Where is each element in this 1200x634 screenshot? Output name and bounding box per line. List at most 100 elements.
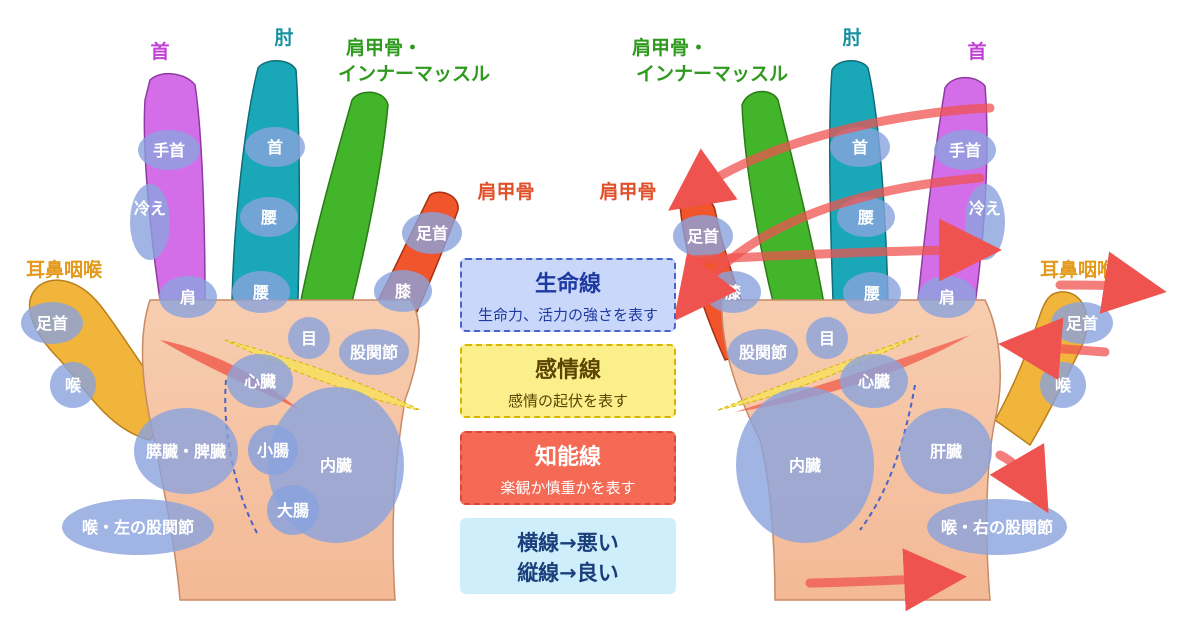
arrow-stroke-5 (998, 317, 1110, 381)
right-label-shoulder-inner-1: 肩甲骨・ (632, 36, 708, 59)
left-zone-ankle-thumb: 足首 (21, 302, 83, 344)
right-zone-internal-organs: 内臓 (736, 387, 874, 543)
right-zone-eye-label: 目 (819, 329, 835, 348)
right-zone-wrist: 手首 (934, 130, 996, 170)
right-zone-waist-mid-label: 腰 (858, 208, 874, 227)
left-zone-hip-joint: 股関節 (339, 329, 409, 375)
left-zone-cold: 冷え (130, 184, 170, 260)
left-zone-small-intestine-label: 小腸 (257, 441, 289, 460)
right-zone-shoulder-label: 肩 (939, 288, 955, 307)
right-zone-throat-right-hip-label: 喉・右の股関節 (941, 518, 1053, 537)
left-zone-knee: 膝 (374, 270, 432, 312)
left-zone-knee-label: 膝 (395, 282, 412, 301)
right-zone-cold-label: 冷え (969, 199, 1001, 218)
legend-line-direction: 横線→悪い 縦線→良い (460, 518, 676, 594)
left-label-ent: 耳鼻咽喉 (26, 258, 103, 281)
right-zone-shoulder: 肩 (918, 276, 976, 318)
left-zone-pancreas-spleen-label: 膵臓・脾臓 (146, 442, 226, 461)
right-zone-liver-label: 肝臓 (930, 442, 962, 461)
right-zone-ankle: 足首 (673, 215, 733, 257)
left-label-shoulder-inner-2: インナーマッスル (338, 63, 490, 85)
right-zone-waist-base: 腰 (843, 272, 901, 314)
left-zone-cold-label: 冷え (134, 199, 166, 218)
left-zone-heart: 心臓 (227, 354, 293, 408)
right-emotion-line (717, 334, 921, 411)
right-label-neck: 首 (967, 40, 986, 63)
right-zone-neck-label: 首 (852, 138, 868, 157)
left-zone-throat: 喉 (50, 362, 96, 408)
right-zone-ankle-thumb: 足首 (1051, 302, 1113, 344)
left-zone-small-intestine: 小腸 (248, 425, 298, 475)
left-zone-hip-joint-label: 股関節 (350, 343, 398, 362)
right-zone-waist-mid: 腰 (837, 197, 895, 237)
left-zone-waist-base-label: 腰 (253, 283, 269, 302)
left-zone-internal-organs-label: 内臓 (320, 456, 352, 475)
right-label-shoulder-blade: 肩甲骨 (599, 180, 656, 203)
right-finger-elbow (829, 60, 889, 301)
left-zone-shoulder: 肩 (159, 276, 217, 318)
right-finger-shoulder-inner (741, 90, 826, 311)
left-label-neck: 首 (150, 40, 169, 63)
legend-emotion-desc: 感情の起伏を表す (507, 392, 628, 410)
right-zone-hip-joint: 股関節 (728, 329, 798, 375)
right-label-elbow: 肘 (842, 27, 861, 49)
left-zone-wrist-label: 手首 (153, 141, 185, 160)
legend-lines-vertical: 縦線→良い (517, 561, 619, 585)
arrow-stroke-7 (805, 548, 967, 612)
right-zone-knee-label: 膝 (725, 283, 742, 302)
left-label-elbow: 肘 (274, 27, 293, 49)
arrow-stroke-1 (668, 103, 995, 211)
right-zone-throat-right-hip: 喉・右の股関節 (927, 499, 1067, 555)
right-zone-throat-label: 喉 (1055, 376, 1072, 395)
left-zone-pancreas-spleen: 膵臓・脾臓 (134, 408, 238, 494)
legend-intel-title: 知能線 (534, 445, 601, 470)
left-zone-waist-base: 腰 (232, 271, 290, 313)
left-label-shoulder-blade: 肩甲骨 (477, 180, 534, 203)
arrow-stroke-6 (989, 443, 1049, 514)
right-zone-waist-base-label: 腰 (864, 284, 880, 303)
left-zone-ankle-thumb-label: 足首 (36, 314, 68, 333)
arrow-stroke-4 (1055, 251, 1167, 314)
right-zone-heart: 心臓 (840, 354, 908, 408)
right-zone-wrist-label: 手首 (949, 141, 981, 160)
left-zone-neck: 首 (245, 127, 305, 167)
left-zone-eye-label: 目 (301, 329, 317, 348)
legend-emotion-title: 感情線 (534, 358, 601, 383)
left-hand: 首 肘 肩甲骨・ インナーマッスル 肩甲骨 耳鼻咽喉 手首 首 冷え 腰 肩 腰… (21, 27, 535, 601)
left-zone-neck-label: 首 (267, 138, 283, 157)
left-zone-throat-label: 喉 (65, 376, 82, 395)
left-zone-waist-mid: 腰 (240, 197, 298, 237)
left-zone-ankle-label: 足首 (416, 224, 448, 243)
arrow-stroke-3 (685, 218, 1002, 282)
right-zone-liver: 肝臓 (900, 408, 992, 494)
left-zone-wrist: 手首 (138, 130, 200, 170)
left-finger-shoulder-inner (299, 91, 389, 311)
right-zone-ankle-thumb-label: 足首 (1066, 314, 1098, 333)
right-zone-heart-label: 心臓 (858, 372, 890, 391)
right-zone-neck: 首 (830, 127, 890, 167)
right-zone-throat: 喉 (1040, 362, 1086, 408)
legend-lines-horizontal: 横線→悪い (517, 531, 619, 555)
arrow-stroke-2 (673, 173, 985, 322)
legend-life-desc: 生命力、活力の強さを表す (477, 306, 658, 324)
right-hand: 肩甲骨・ インナーマッスル 肘 首 肩甲骨 耳鼻咽喉 足首 膝 首 手首 冷え … (599, 27, 1167, 612)
right-zone-internal-organs-label: 内臓 (789, 456, 821, 475)
left-label-shoulder-inner-1: 肩甲骨・ (346, 36, 422, 59)
legend-life-title: 生命線 (534, 272, 601, 297)
legend-life-line: 生命線 生命力、活力の強さを表す (460, 258, 676, 332)
left-finger-elbow (231, 60, 301, 301)
left-zone-throat-left-hip: 喉・左の股関節 (62, 499, 214, 555)
legend-intel-desc: 楽観か慎重かを表す (500, 479, 636, 497)
left-zone-heart-label: 心臓 (244, 372, 276, 391)
left-zone-large-intestine: 大腸 (267, 485, 319, 535)
left-zone-large-intestine-label: 大腸 (277, 501, 309, 520)
legend-emotion-line: 感情線 感情の起伏を表す (460, 344, 676, 418)
left-zone-eye: 目 (288, 317, 330, 359)
legend-intel-line: 知能線 楽観か慎重かを表す (460, 431, 676, 505)
left-zone-ankle: 足首 (402, 212, 462, 254)
right-label-ent: 耳鼻咽喉 (1040, 258, 1117, 281)
right-zone-hip-joint-label: 股関節 (739, 343, 787, 362)
red-arrow-strokes (668, 103, 1167, 612)
left-zone-shoulder-label: 肩 (180, 288, 196, 307)
